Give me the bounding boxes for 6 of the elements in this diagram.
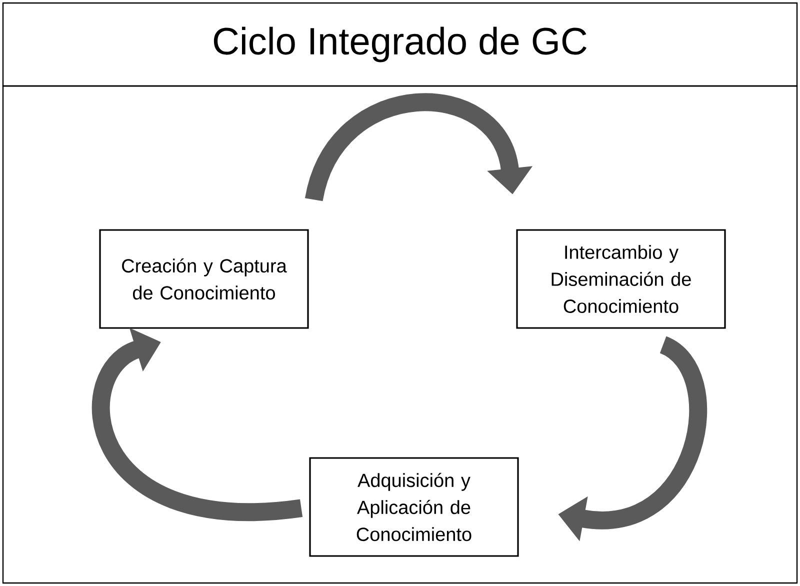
curved-arrow [305, 94, 533, 202]
curved-arrow [92, 328, 302, 522]
process-box: Creación y Captura de Conocimiento [99, 229, 309, 329]
process-box: Adquisición y Aplicación de Conocimiento [309, 457, 519, 557]
process-box: Intercambio y Diseminación de Conocimiento [516, 229, 726, 329]
title-bar: Ciclo Integrado de GC [2, 2, 798, 87]
